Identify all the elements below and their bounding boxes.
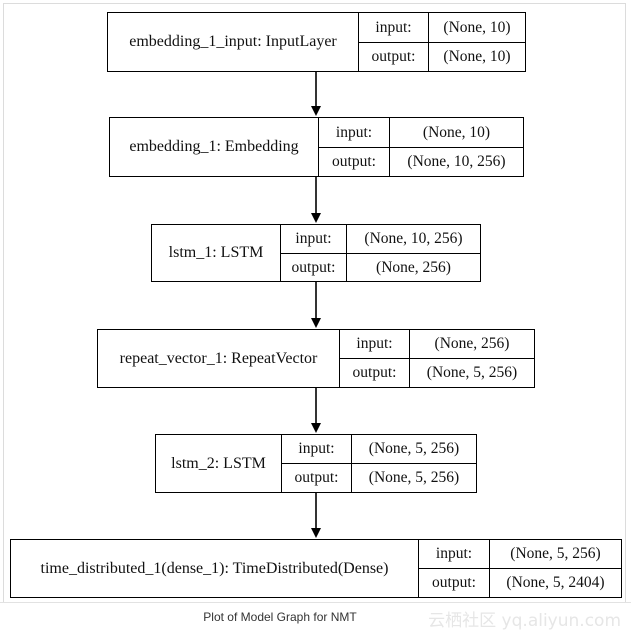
port-shapes: (None, 10, 256) (None, 256) bbox=[347, 225, 480, 281]
port-shapes: (None, 5, 256) (None, 5, 2404) bbox=[490, 540, 621, 597]
node-lstm-2: lstm_2: LSTM input: output: (None, 5, 25… bbox=[155, 434, 477, 493]
edge-5 bbox=[311, 493, 321, 538]
node-lstm-1: lstm_1: LSTM input: output: (None, 10, 2… bbox=[151, 224, 481, 282]
port-labels: input: output: bbox=[281, 225, 347, 281]
output-label: output: bbox=[419, 568, 489, 597]
output-shape: (None, 5, 256) bbox=[410, 358, 534, 387]
input-shape: (None, 10, 256) bbox=[364, 230, 463, 247]
input-label: input: bbox=[375, 18, 412, 36]
input-label: input: bbox=[298, 440, 335, 458]
node-title: lstm_2: LSTM bbox=[156, 435, 282, 492]
output-shape: (None, 256) bbox=[347, 252, 480, 282]
input-label: input: bbox=[335, 123, 373, 141]
output-label: output: bbox=[340, 358, 409, 387]
input-shape: (None, 5, 256) bbox=[510, 545, 601, 563]
port-shapes: (None, 10) (None, 10, 256) bbox=[390, 118, 523, 176]
port-labels: input: output: bbox=[419, 540, 490, 597]
node-title: time_distributed_1(dense_1): TimeDistrib… bbox=[11, 540, 419, 597]
edge-1 bbox=[311, 72, 321, 116]
input-label: input: bbox=[295, 230, 332, 247]
port-labels: input: output: bbox=[359, 13, 429, 71]
port-shapes: (None, 256) (None, 5, 256) bbox=[410, 330, 534, 387]
input-shape: (None, 10) bbox=[422, 123, 491, 141]
input-label: input: bbox=[356, 335, 393, 353]
output-shape: (None, 10, 256) bbox=[390, 146, 523, 177]
node-title: embedding_1: Embedding bbox=[110, 118, 319, 176]
node-embedding-1-input: embedding_1_input: InputLayer input: out… bbox=[107, 12, 526, 72]
output-label: output: bbox=[282, 463, 351, 492]
node-title: lstm_1: LSTM bbox=[152, 225, 281, 281]
output-shape: (None, 10) bbox=[429, 41, 525, 72]
edge-4 bbox=[311, 388, 321, 433]
node-title: embedding_1_input: InputLayer bbox=[108, 13, 359, 71]
port-labels: input: output: bbox=[319, 118, 390, 176]
edge-2 bbox=[311, 177, 321, 223]
output-label: output: bbox=[359, 41, 428, 72]
node-time-distributed-1: time_distributed_1(dense_1): TimeDistrib… bbox=[10, 539, 622, 598]
port-shapes: (None, 5, 256) (None, 5, 256) bbox=[352, 435, 476, 492]
input-label: input: bbox=[435, 545, 473, 563]
node-embedding-1: embedding_1: Embedding input: output: (N… bbox=[109, 117, 524, 177]
port-labels: input: output: bbox=[282, 435, 352, 492]
output-shape: (None, 5, 2404) bbox=[490, 568, 621, 597]
input-shape: (None, 256) bbox=[434, 335, 510, 353]
output-label: output: bbox=[319, 146, 389, 177]
node-repeat-vector-1: repeat_vector_1: RepeatVector input: out… bbox=[97, 329, 535, 388]
input-shape: (None, 5, 256) bbox=[368, 440, 460, 458]
watermark: 云栖社区 yq.aliyun.com bbox=[428, 611, 621, 631]
output-shape: (None, 5, 256) bbox=[352, 463, 476, 492]
port-shapes: (None, 10) (None, 10) bbox=[429, 13, 525, 71]
caption-bar: Plot of Model Graph for NMT 云栖社区 yq.aliy… bbox=[0, 602, 631, 631]
node-title: repeat_vector_1: RepeatVector bbox=[98, 330, 340, 387]
input-shape: (None, 10) bbox=[443, 18, 511, 36]
port-labels: input: output: bbox=[340, 330, 410, 387]
output-label: output: bbox=[281, 252, 346, 282]
figure-caption: Plot of Model Graph for NMT bbox=[203, 610, 357, 624]
edge-3 bbox=[311, 282, 321, 328]
